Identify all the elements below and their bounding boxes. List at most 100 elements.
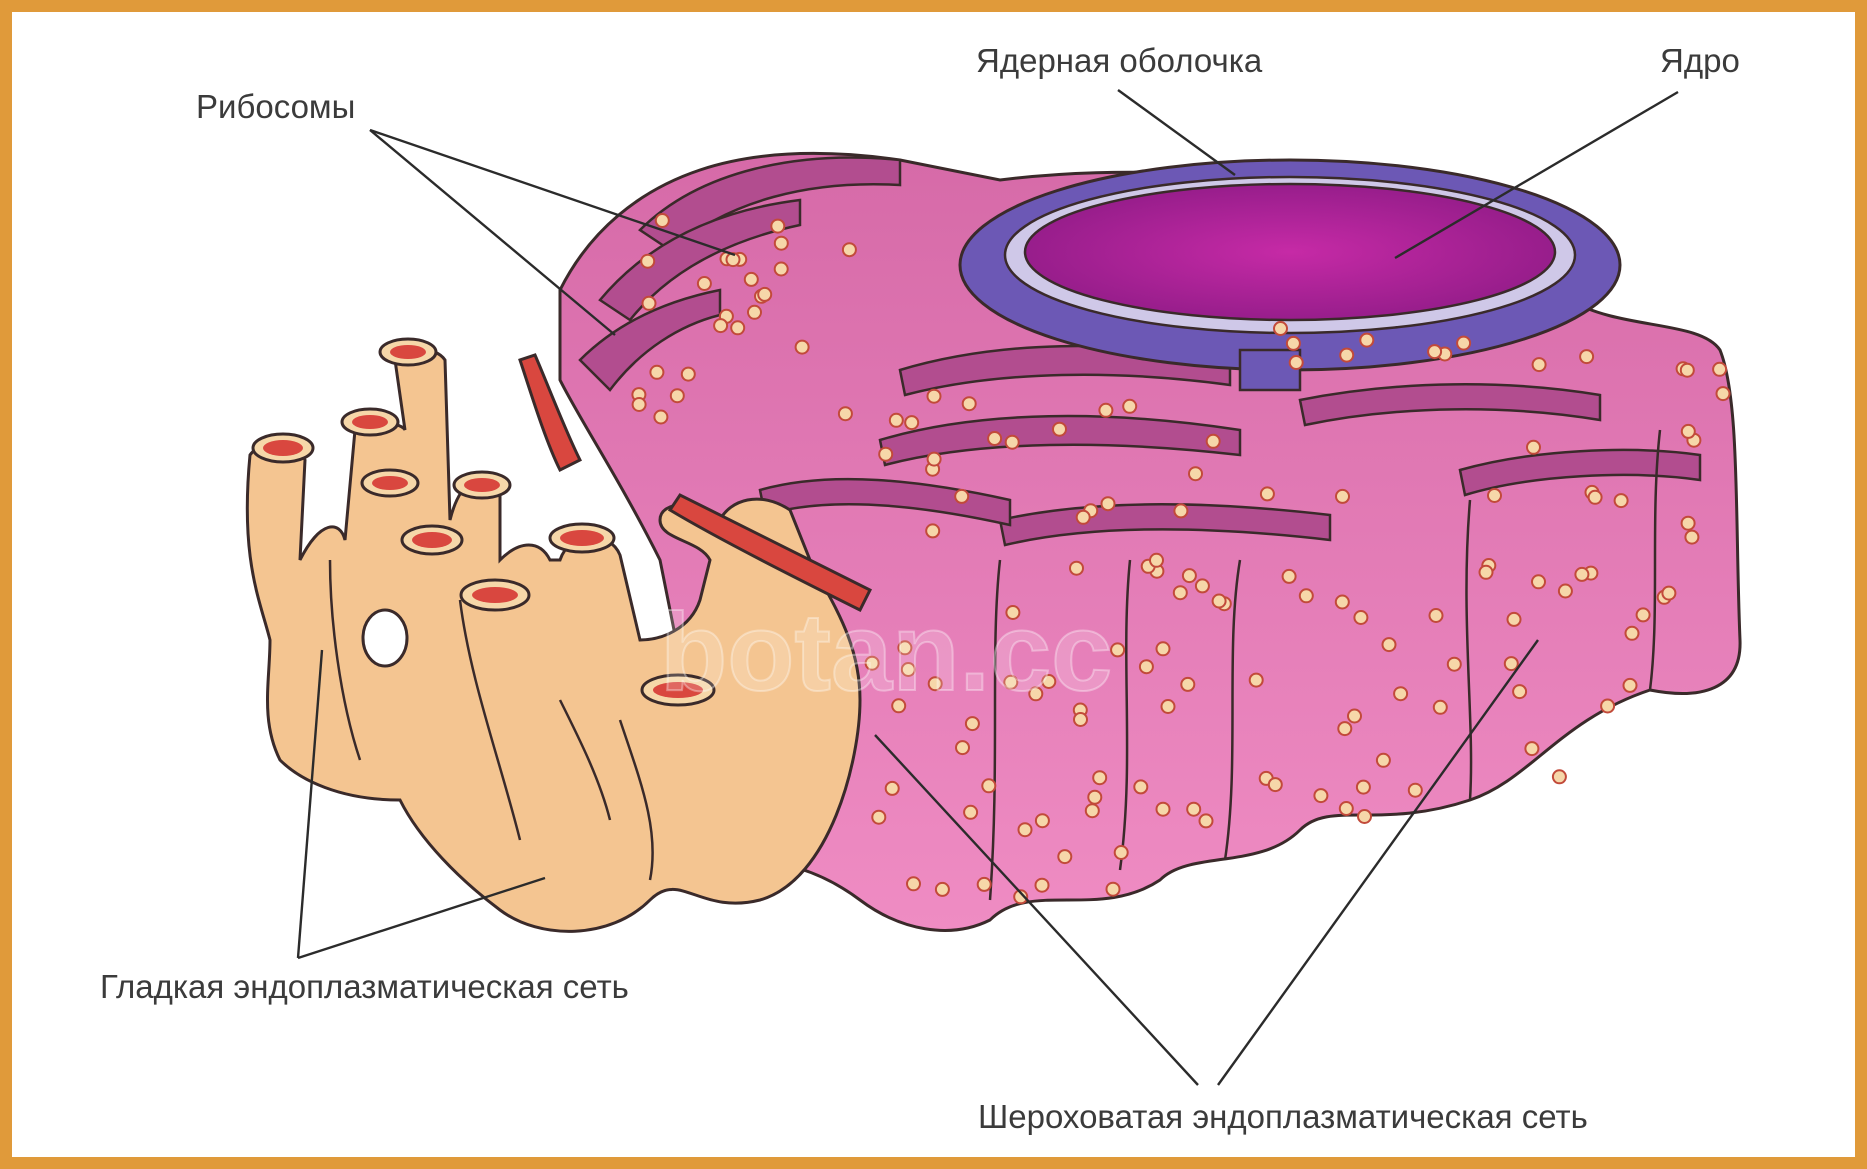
ribosome-dot <box>1200 814 1213 827</box>
label-smooth-er: Гладкая эндоплазматическая сеть <box>100 968 629 1005</box>
smooth-er-hole <box>363 610 407 666</box>
ribosome-dot <box>1134 780 1147 793</box>
ribosome-dot <box>1580 350 1593 363</box>
ribosome-dot <box>745 273 758 286</box>
ribosome-dot <box>1196 579 1209 592</box>
ribosome-dot <box>1525 742 1538 755</box>
ribosome-dot <box>1624 679 1637 692</box>
ribosome-dot <box>1123 400 1136 413</box>
ribosome-dot <box>1717 387 1730 400</box>
ribosome-dot <box>796 341 809 354</box>
ribosome-dot <box>1589 491 1602 504</box>
leader-smooth-er-2 <box>298 878 545 958</box>
ribosome-dot <box>872 811 885 824</box>
ribosome-dot <box>926 524 939 537</box>
ribosome-dot <box>633 398 646 411</box>
ribosome-dot <box>1713 363 1726 376</box>
ribosome-dot <box>1430 609 1443 622</box>
ribosome-dot <box>1428 345 1441 358</box>
ribosome-dot <box>1336 490 1349 503</box>
ribosome-dot <box>1099 404 1112 417</box>
smooth-er-lumen-1 <box>263 440 303 456</box>
ribosome-dot <box>1115 846 1128 859</box>
ribosome-dot <box>1336 596 1349 609</box>
ribosome-dot <box>1457 337 1470 350</box>
ribosome-dot <box>650 366 663 379</box>
ribosome-dot <box>1086 804 1099 817</box>
ribosome-dot <box>1682 425 1695 438</box>
ribosome-dot <box>1174 504 1187 517</box>
ribosome-dot <box>643 297 656 310</box>
ribosome-dot <box>1340 802 1353 815</box>
ribosome-dot <box>775 237 788 250</box>
ribosome-dot <box>1157 803 1170 816</box>
ribosome-dot <box>1488 489 1501 502</box>
label-rough-er: Шероховатая эндоплазматическая сеть <box>978 1098 1588 1135</box>
ribosome-dot <box>936 883 949 896</box>
smooth-er-lumen-7 <box>560 530 604 546</box>
ribosome-dot <box>1150 554 1163 567</box>
smooth-er-lumen-4 <box>372 476 408 490</box>
ribosome-dot <box>1102 497 1115 510</box>
label-nuclear-envelope: Ядерная оболочка <box>976 42 1263 79</box>
ribosome-dot <box>886 782 899 795</box>
ribosome-dot <box>1189 467 1202 480</box>
ribosome-dot <box>641 255 654 268</box>
label-nucleus: Ядро <box>1660 42 1740 79</box>
ribosome-dot <box>1681 364 1694 377</box>
ribosome-dot <box>1532 575 1545 588</box>
ribosome-dot <box>1394 687 1407 700</box>
ribosome-dot <box>956 741 969 754</box>
ribosome-dot <box>758 288 771 301</box>
ribosome-dot <box>1340 349 1353 362</box>
ribosome-dot <box>1448 658 1461 671</box>
ribosome-dot <box>1036 879 1049 892</box>
ribosome-dot <box>1377 754 1390 767</box>
smooth-er-lumen-8 <box>472 587 518 603</box>
ribosome-dot <box>1626 627 1639 640</box>
ribosome-dot <box>1174 586 1187 599</box>
ribosome-dot <box>1250 674 1263 687</box>
ribosome-dot <box>1508 613 1521 626</box>
ribosome-dot <box>1213 595 1226 608</box>
ribosome-dot <box>966 717 979 730</box>
ribosome-dot <box>988 432 1001 445</box>
ribosome-dot <box>771 220 784 233</box>
ribosome-dot <box>1358 810 1371 823</box>
smooth-er-lumen-2 <box>352 415 388 429</box>
ribosome-dot <box>1527 441 1540 454</box>
ribosome-dot <box>978 878 991 891</box>
ribosome-dot <box>1559 585 1572 598</box>
ribosome-dot <box>1338 722 1351 735</box>
ribosome-dot <box>1662 587 1675 600</box>
ribosome-dot <box>1058 850 1071 863</box>
label-ribosomes: Рибосомы <box>196 88 355 125</box>
ribosome-dot <box>1357 781 1370 794</box>
ribosome-dot <box>698 277 711 290</box>
ribosome-dot <box>654 411 667 424</box>
ribosome-dot <box>1261 487 1274 500</box>
ribosome-dot <box>1348 710 1361 723</box>
ribosome-dot <box>1157 642 1170 655</box>
ribosome-dot <box>955 490 968 503</box>
leader-ribosomes-2 <box>370 130 615 335</box>
ribosome-dot <box>928 453 941 466</box>
ribosome-dot <box>1183 569 1196 582</box>
ribosome-dot <box>1314 789 1327 802</box>
ribosome-dot <box>1274 322 1287 335</box>
ribosome-dot <box>1513 685 1526 698</box>
ribosome-dot <box>1505 657 1518 670</box>
ribosome-dot <box>1480 566 1493 579</box>
smooth-er-lumen-5 <box>464 478 500 492</box>
ribosome-dot <box>1077 511 1090 524</box>
ribosome-dot <box>1074 713 1087 726</box>
smooth-er-lumen-3 <box>390 345 426 359</box>
ribosome-dot <box>843 243 856 256</box>
ribosome-dot <box>1290 356 1303 369</box>
ribosome-dot <box>1615 494 1628 507</box>
ribosome-dot <box>1006 436 1019 449</box>
ribosome-dot <box>671 389 684 402</box>
ribosome-dot <box>748 306 761 319</box>
ribosome-dot <box>1354 611 1367 624</box>
ribosome-dot <box>1093 771 1106 784</box>
